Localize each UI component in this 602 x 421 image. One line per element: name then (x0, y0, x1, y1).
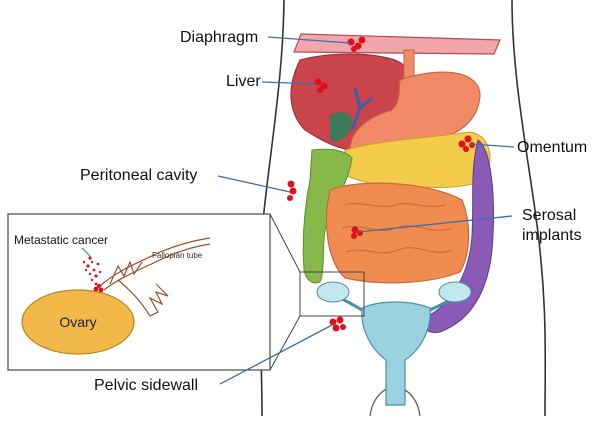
pelvic-sidewall-label: Pelvic sidewall (94, 377, 198, 394)
serosal-implants-label-line2: implants (522, 227, 582, 244)
ovary-label: Ovary (59, 314, 96, 330)
small-intestine-shape (326, 183, 468, 283)
liver-label: Liver (226, 73, 261, 90)
inset-panel: Ovary Fallopian tube Metastatic cancer (8, 214, 270, 370)
fallopian-tube-label: Fallopian tube (152, 251, 203, 260)
serosal-implants-label-line1: Serosal (522, 207, 576, 224)
metastatic-cancer-label: Metastatic cancer (14, 233, 108, 247)
omentum-label: Omentum (517, 139, 587, 156)
diaphragm-shape (294, 34, 500, 54)
zoom-connector-top (270, 214, 300, 272)
metastasis-pelvic (330, 317, 347, 332)
diaphragm-label: Diaphragm (180, 29, 258, 46)
uterus-group (317, 282, 471, 405)
peritoneal-cavity-label: Peritoneal cavity (80, 167, 197, 184)
peritoneal-leader (218, 176, 290, 192)
metastasis-peritoneal (287, 181, 297, 202)
zoom-connector-bottom (270, 316, 300, 370)
uterus-shape (362, 302, 430, 405)
right-ovary-shape (439, 282, 471, 302)
left-ovary-shape (317, 282, 349, 302)
